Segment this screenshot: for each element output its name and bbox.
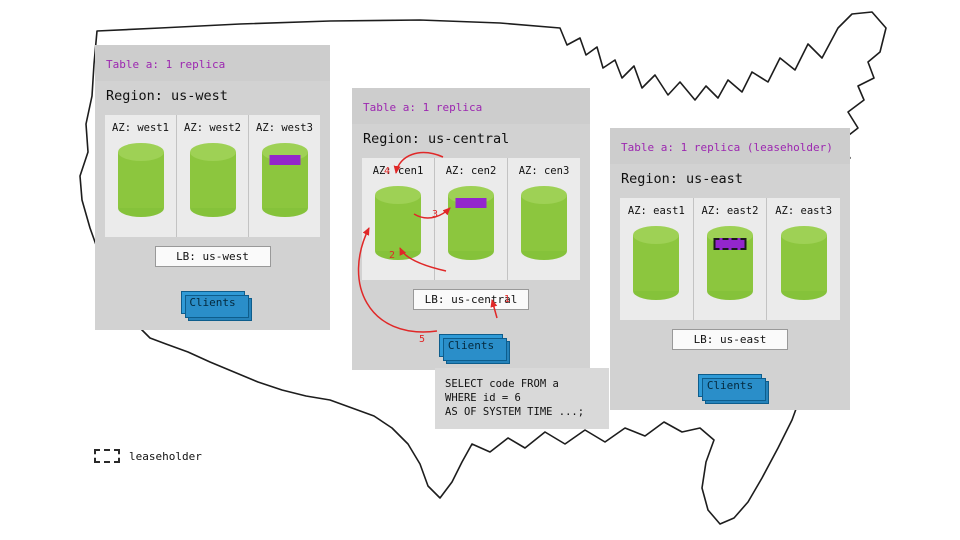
database-node: [779, 224, 829, 302]
az-column-cen2: AZ: cen2: [435, 158, 508, 280]
flow-step-4: 4: [384, 166, 391, 177]
database-node: [705, 224, 755, 302]
database-cylinder-icon: [189, 143, 236, 217]
database-cylinder-icon: [521, 186, 567, 260]
database-node: [446, 184, 496, 262]
flow-step-3: 3: [432, 209, 439, 220]
region-panel-us-central: Table a: 1 replica Region: us-central AZ…: [352, 88, 590, 370]
legend-label: leaseholder: [129, 449, 202, 463]
flow-step-2: 2: [389, 250, 396, 261]
load-balancer: LB: us-west: [154, 246, 271, 267]
az-container: AZ: cen1 AZ: cen2: [362, 158, 580, 280]
az-label: AZ: east3: [775, 205, 833, 217]
az-column-east3: AZ: east3: [767, 198, 840, 320]
replica-bar: [455, 198, 487, 208]
region-panel-us-east: Table a: 1 replica (leaseholder) Region:…: [610, 128, 850, 410]
az-label: AZ: cen2: [445, 165, 497, 177]
az-column-cen1: AZ: cen1: [362, 158, 435, 280]
database-cylinder-icon: [780, 226, 827, 300]
region-title: Region: us-west: [106, 88, 228, 104]
az-column-west1: AZ: west1: [105, 115, 177, 237]
az-label: AZ: cen3: [518, 165, 570, 177]
az-column-east1: AZ: east1: [620, 198, 694, 320]
region-title: Region: us-central: [363, 131, 510, 147]
database-cylinder-icon: [448, 186, 494, 260]
database-cylinder-icon: [375, 186, 421, 260]
database-node: [373, 184, 423, 262]
az-label: AZ: east1: [627, 205, 685, 217]
region-title: Region: us-east: [621, 171, 743, 187]
table-replica-label: Table a: 1 replica: [95, 45, 330, 81]
database-cylinder-icon: [261, 143, 308, 217]
az-label: AZ: east2: [701, 205, 759, 217]
clients-box: Clients: [439, 334, 510, 364]
region-panel-us-west: Table a: 1 replica Region: us-west AZ: w…: [95, 45, 330, 330]
table-replica-label: Table a: 1 replica (leaseholder): [610, 128, 850, 164]
database-cylinder-icon: [707, 226, 753, 300]
database-node: [188, 141, 238, 219]
database-node: [260, 141, 310, 219]
sql-query-box: SELECT code FROM a WHERE id = 6 AS OF SY…: [435, 368, 609, 429]
az-column-west2: AZ: west2: [177, 115, 249, 237]
flow-step-1: 1: [504, 294, 511, 305]
clients-box: Clients: [698, 374, 769, 404]
leaseholder-swatch-icon: [94, 449, 120, 463]
legend: leaseholder: [94, 449, 202, 463]
replica-bar: [269, 155, 300, 165]
az-label: AZ: west1: [112, 122, 169, 134]
database-node: [519, 184, 569, 262]
table-replica-label: Table a: 1 replica: [352, 88, 590, 124]
az-container: AZ: east1 AZ: east2: [620, 198, 840, 320]
load-balancer: LB: us-east: [672, 329, 788, 350]
database-node: [116, 141, 166, 219]
az-label: AZ: cen1: [372, 165, 424, 177]
az-label: AZ: west2: [184, 122, 241, 134]
az-column-cen3: AZ: cen3: [508, 158, 580, 280]
az-label: AZ: west3: [256, 122, 313, 134]
clients-box: Clients: [180, 291, 252, 321]
database-cylinder-icon: [117, 143, 164, 217]
az-column-west3: AZ: west3: [249, 115, 320, 237]
load-balancer: LB: us-central: [413, 289, 529, 310]
az-container: AZ: west1 AZ: west2: [105, 115, 320, 237]
az-column-east2: AZ: east2: [694, 198, 768, 320]
database-cylinder-icon: [633, 226, 680, 300]
database-node: [631, 224, 681, 302]
flow-step-5: 5: [419, 334, 426, 345]
leaseholder-replica-bar: [713, 238, 747, 250]
